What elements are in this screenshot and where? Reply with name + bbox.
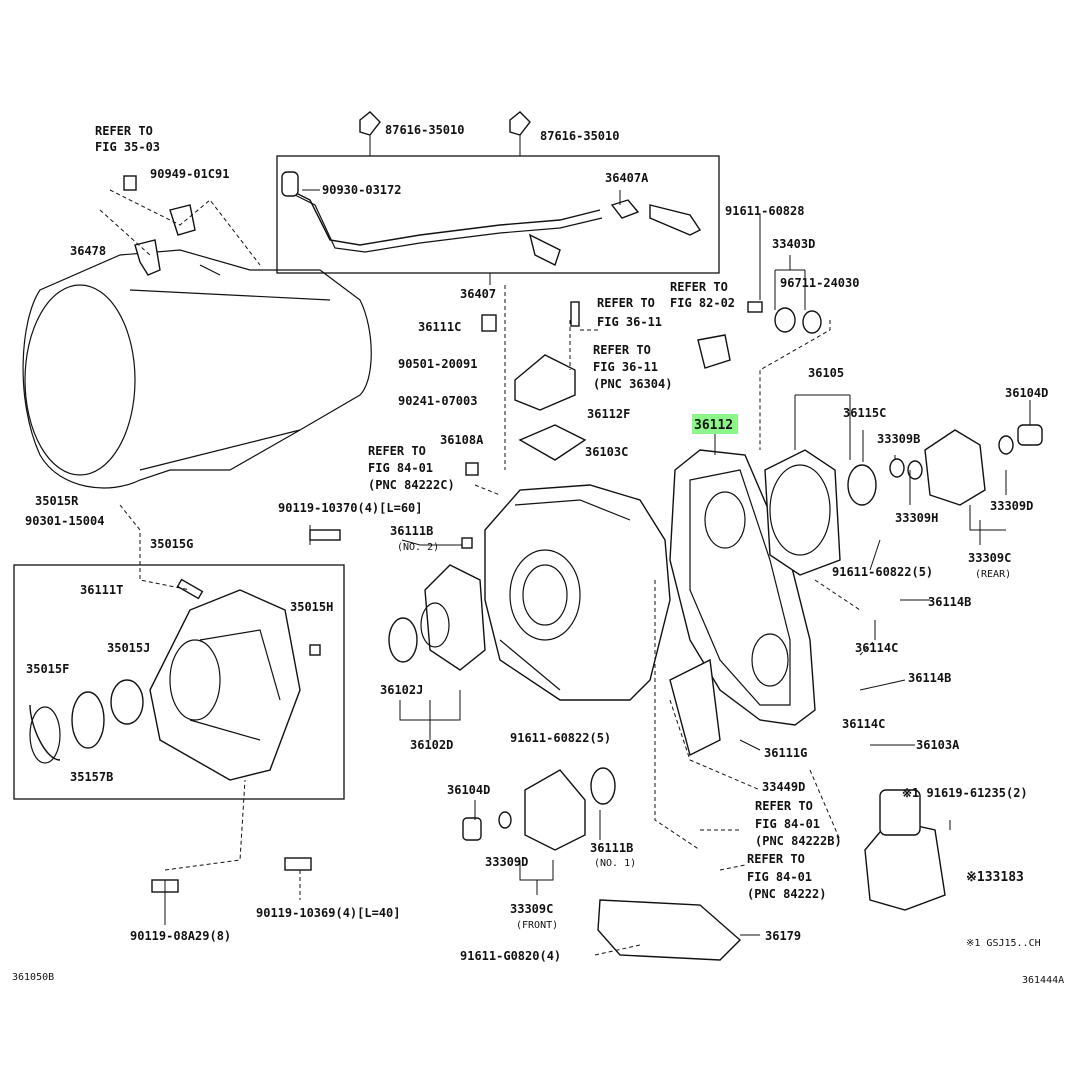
label-36407: 36407 [460, 287, 496, 301]
label-36114B-b: 36114B [908, 671, 951, 685]
label-refer-84-01-c2-c: (PNC 84222) [747, 887, 826, 901]
label-91611-60828: 91611-60828 [725, 204, 804, 218]
label-87616-a: 87616-35010 [385, 123, 464, 137]
label-35015F: 35015F [26, 662, 69, 676]
label-36478: 36478 [70, 244, 106, 258]
label-35015G: 35015G [150, 537, 193, 551]
label-35015J: 35015J [107, 641, 150, 655]
label-33309D-bottom: 33309D [485, 855, 528, 869]
label-33309C-front: 33309C [510, 902, 553, 916]
part-labels: REFER TO FIG 35-03 87616-35010 87616-350… [12, 123, 1064, 986]
extension-housing-drawing [29, 578, 321, 781]
label-36111B-b: 36111B [590, 841, 633, 855]
label-36103C: 36103C [585, 445, 628, 459]
extension-housing-box [13, 564, 345, 800]
label-33309C-note: (REAR) [975, 569, 1011, 580]
label-90119-10369: 90119-10369(4)[L=40] [256, 906, 401, 920]
label-35157B: 35157B [70, 770, 113, 784]
label-36111B-a-note: (NO. 2) [397, 542, 439, 553]
label-33309H: 33309H [895, 511, 938, 525]
label-36103A: 36103A [916, 738, 960, 752]
label-refer-36-11-b: FIG 36-11 [597, 315, 662, 329]
label-36102J: 36102J [380, 683, 423, 697]
label-refer-36-11-a: REFER TO [597, 296, 655, 310]
label-36111C: 36111C [418, 320, 461, 334]
label-refer-84-01-a: REFER TO [368, 444, 426, 458]
label-refer-36-11-pnc-a: REFER TO [593, 343, 651, 357]
hose-assembly-box [276, 155, 720, 274]
label-36111B-a: 36111B [390, 524, 433, 538]
case-cover-drawing [669, 449, 816, 726]
label-90301: 90301-15004 [25, 514, 104, 528]
label-90119-08A29: 90119-08A29(8) [130, 929, 231, 943]
transfer-case-drawing [461, 301, 731, 701]
label-36104D-top: 36104D [1005, 386, 1048, 400]
label-refer-84-01-b2-b: FIG 84-01 [755, 817, 820, 831]
label-36112F: 36112F [587, 407, 630, 421]
label-33309B: 33309B [877, 432, 920, 446]
label-36111T: 36111T [80, 583, 123, 597]
highlight-36112 [692, 414, 738, 434]
label-refer-84-01-b2-a: REFER TO [755, 799, 813, 813]
label-refer-84-01-b2-c: (PNC 84222B) [755, 834, 842, 848]
label-36114B-a: 36114B [928, 595, 971, 609]
label-refer-84-01-c2-a: REFER TO [747, 852, 805, 866]
label-90119-10370: 90119-10370(4)[L=60] [278, 501, 423, 515]
label-91611-60822-b: 91611-60822(5) [510, 731, 611, 745]
label-36105: 36105 [808, 366, 844, 380]
label-fig-right: 361444A [1022, 975, 1064, 986]
label-33309C: 33309C [968, 551, 1011, 565]
transmission-outline [22, 249, 372, 489]
label-91611-60822-a: 91611-60822(5) [832, 565, 933, 579]
label-36115C: 36115C [843, 406, 886, 420]
label-refer-35-03-a: REFER TO [95, 124, 153, 138]
label-90949: 90949-01C91 [150, 167, 229, 181]
label-36407A: 36407A [605, 171, 649, 185]
label-33403D: 33403D [772, 237, 815, 251]
label-refer-82-02-a: REFER TO [670, 280, 728, 294]
label-refer-82-02-b: FIG 82-02 [670, 296, 735, 310]
label-refer-84-01-c: (PNC 84222C) [368, 478, 455, 492]
label-90930: 90930-03172 [322, 183, 401, 197]
label-33309D-right: 33309D [990, 499, 1033, 513]
label-33309C-front-note: (FRONT) [516, 920, 558, 931]
label-133183: ※133183 [966, 870, 1024, 885]
label-90501: 90501-20091 [398, 357, 477, 371]
label-note-gsj: ※1 GSJ15..CH [966, 938, 1041, 949]
label-refer-35-03-b: FIG 35-03 [95, 140, 160, 154]
label-96711: 96711-24030 [780, 276, 859, 290]
label-36179: 36179 [765, 929, 801, 943]
label-36111B-b-note: (NO. 1) [594, 858, 636, 869]
label-91611-G0820: 91611-G0820(4) [460, 949, 561, 963]
label-36112: 36112 [694, 418, 733, 433]
label-90241: 90241-07003 [398, 394, 477, 408]
label-36111G: 36111G [764, 746, 807, 760]
label-35015R: 35015R [35, 494, 79, 508]
label-refer-36-11-pnc-c: (PNC 36304) [593, 377, 672, 391]
hose-drawing [123, 111, 702, 276]
label-refer-84-01-c2-b: FIG 84-01 [747, 870, 812, 884]
label-refer-84-01-b: FIG 84-01 [368, 461, 433, 475]
label-87616-b: 87616-35010 [540, 129, 619, 143]
label-fig-left: 361050B [12, 972, 54, 983]
label-36104D-bottom: 36104D [447, 783, 490, 797]
label-35015H: 35015H [290, 600, 333, 614]
label-36114C-a: 36114C [855, 641, 898, 655]
label-91619: ※1 91619-61235(2) [902, 786, 1028, 800]
rear-output-drawing [747, 301, 1043, 576]
label-36108A: 36108A [440, 433, 484, 447]
label-36102D: 36102D [410, 738, 453, 752]
label-refer-36-11-pnc-b: FIG 36-11 [593, 360, 658, 374]
leader-lines [99, 135, 1031, 956]
label-33449D: 33449D [762, 780, 805, 794]
label-36114C-b: 36114C [842, 717, 885, 731]
